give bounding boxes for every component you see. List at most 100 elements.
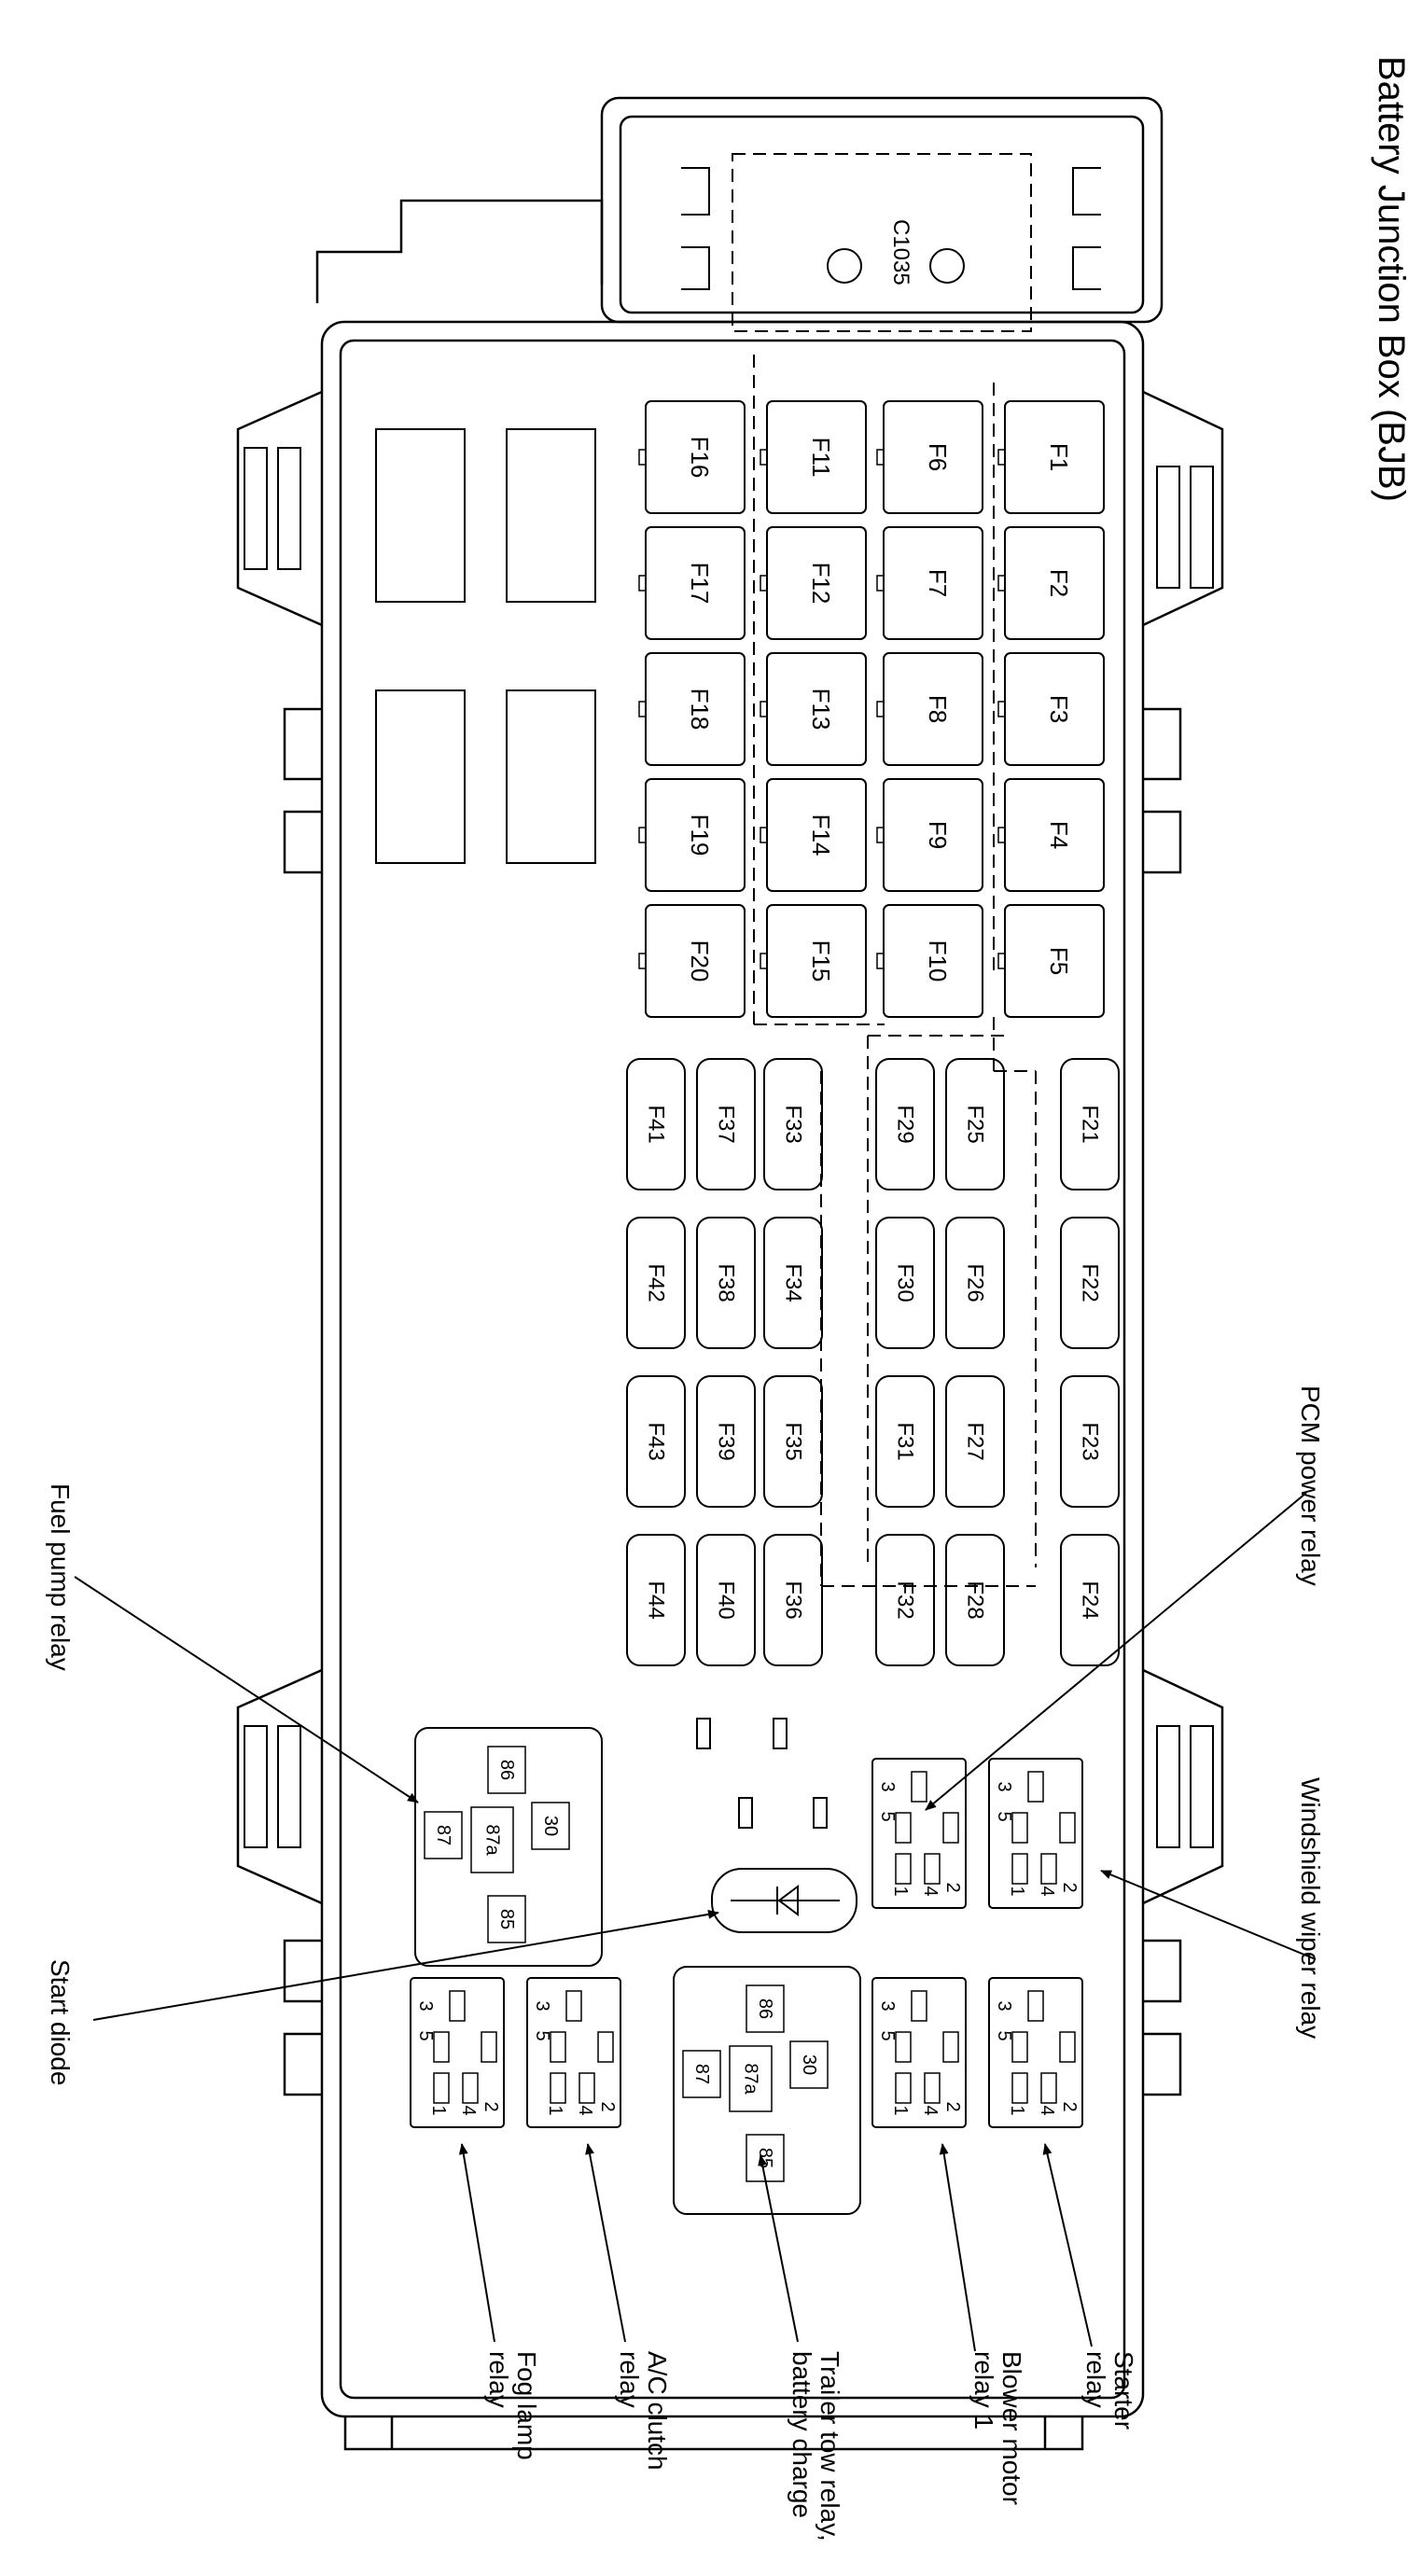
relay-terminal: [1011, 2031, 1028, 2063]
fuse-f15: F15: [760, 904, 867, 1018]
pin-label: 85: [496, 1909, 517, 1929]
pin-label: 5: [532, 2030, 552, 2040]
pin-label: 1: [890, 1886, 911, 1896]
fuse-f42: F42: [626, 1217, 686, 1349]
blower-relay-label-2: relay 1: [969, 2351, 998, 2430]
relay-terminal: [911, 1771, 927, 1803]
fuse-label: F21: [1078, 1105, 1103, 1143]
fuse-f43: F43: [626, 1375, 686, 1508]
fuse-f20: F20: [638, 904, 746, 1018]
fuse-label: F11: [807, 438, 835, 478]
fuse-f32: F32: [875, 1534, 935, 1666]
fuse-label: F31: [893, 1422, 918, 1460]
fuse-f39: F39: [696, 1375, 756, 1508]
pin-label: 5: [994, 1811, 1014, 1821]
ac-clutch-relay-label-2: relay: [615, 2351, 644, 2408]
fuse-label: F41: [644, 1105, 669, 1143]
start-diode: [711, 1868, 857, 1933]
relay-terminal: [550, 2031, 566, 2063]
pin-label: 87: [433, 1825, 453, 1845]
relay-terminal: [895, 2031, 912, 2063]
fuse-f17: F17: [638, 526, 746, 640]
relay-terminal: [565, 1990, 582, 2022]
fuse-label: F30: [893, 1263, 918, 1302]
fog-lamp-relay-label-2: relay: [484, 2351, 513, 2408]
relay-terminal: [1040, 2072, 1057, 2104]
fuse-f33: F33: [763, 1058, 823, 1191]
relay-terminal: [481, 2031, 497, 2063]
fuse-label: F17: [686, 563, 714, 605]
fuse-f11: F11: [760, 400, 867, 514]
pin-label: 3: [994, 1781, 1014, 1791]
fuse-label: F1: [1045, 443, 1073, 471]
fuse-label: F37: [714, 1105, 739, 1143]
fuse-label: F39: [714, 1422, 739, 1460]
fuse-label: F23: [1078, 1422, 1103, 1460]
fuse-label: F14: [807, 815, 835, 856]
fuse-label: F16: [686, 437, 714, 479]
fuse-label: F33: [781, 1105, 806, 1143]
fuse-label: F27: [963, 1422, 988, 1460]
fuse-label: F43: [644, 1422, 669, 1460]
pin-label: 87a: [741, 2063, 761, 2095]
relay-terminal: [924, 2072, 941, 2104]
fuse-f28: F28: [945, 1534, 1005, 1666]
fuse-f36: F36: [763, 1534, 823, 1666]
callout-arrows: [74, 1492, 1317, 2352]
connector-c1035: [681, 153, 1101, 332]
fuse-f34: F34: [763, 1217, 823, 1349]
fuse-label: F28: [963, 1580, 988, 1619]
callout-labels: PCM power relay Windshield wiper relay F…: [46, 1385, 1325, 2541]
fuse-f29: F29: [875, 1058, 935, 1191]
fuse-label: F29: [893, 1105, 918, 1143]
relay-terminal: [597, 2031, 614, 2063]
fuse-f7: F7: [876, 526, 983, 640]
fuse-label: F5: [1045, 947, 1073, 975]
fuse-label: F26: [963, 1263, 988, 1302]
fuse-f27: F27: [945, 1375, 1005, 1508]
fuse-f18: F18: [638, 652, 746, 766]
starter-relay-label-2: relay: [1081, 2351, 1110, 2408]
fuse-label: F42: [644, 1263, 669, 1302]
fuse-f5: F5: [997, 904, 1105, 1018]
fuse-label: F44: [644, 1580, 669, 1619]
fuse-label: F18: [686, 689, 714, 731]
fog-lamp-relay-label-1: Fog lamp: [512, 2351, 541, 2460]
pin-label: 4: [920, 1886, 941, 1896]
wiper-relay-label: Windshield wiper relay: [1296, 1777, 1325, 2039]
relay-terminal: [1059, 1812, 1076, 1844]
relay-terminal: [1011, 2072, 1028, 2104]
fuse-f2: F2: [997, 526, 1105, 640]
fuse-label: F36: [781, 1580, 806, 1619]
starter-relay-label-1: Starter: [1109, 2351, 1138, 2430]
pin-label: 1: [890, 2105, 911, 2115]
pin-label: 3: [877, 2000, 898, 2011]
relay-terminal: [1040, 1853, 1057, 1885]
pin-label: 4: [575, 2105, 595, 2115]
fuse-label: F3: [1045, 695, 1073, 723]
fuse-f31: F31: [875, 1375, 935, 1508]
fuse-f3: F3: [997, 652, 1105, 766]
pin-label: 3: [877, 1781, 898, 1791]
relay-terminal: [433, 2031, 450, 2063]
pin-label: 5: [415, 2030, 436, 2040]
relay-terminal: [449, 1990, 466, 2022]
fuse-f21: F21: [1060, 1058, 1120, 1191]
fuse-label: F24: [1078, 1580, 1103, 1619]
fuse-f23: F23: [1060, 1375, 1120, 1508]
pin-label: 4: [458, 2105, 479, 2115]
relay-terminal: [1027, 1990, 1044, 2022]
fuse-layer: F1F2F3F4F5F6F7F8F9F10F11F12F13F14F15F16F…: [626, 400, 1120, 1666]
fuel-pump-relay-label: Fuel pump relay: [46, 1483, 75, 1671]
pin-label: 85: [755, 2148, 775, 2168]
pin-label: 2: [597, 2101, 618, 2111]
relay-terminal: [1011, 1812, 1028, 1844]
relay-terminal: [895, 2072, 912, 2104]
relay-terminal: [579, 2072, 595, 2104]
relay-terminal: [942, 1812, 959, 1844]
fuse-f19: F19: [638, 778, 746, 892]
pin-label: 30: [540, 1816, 561, 1836]
